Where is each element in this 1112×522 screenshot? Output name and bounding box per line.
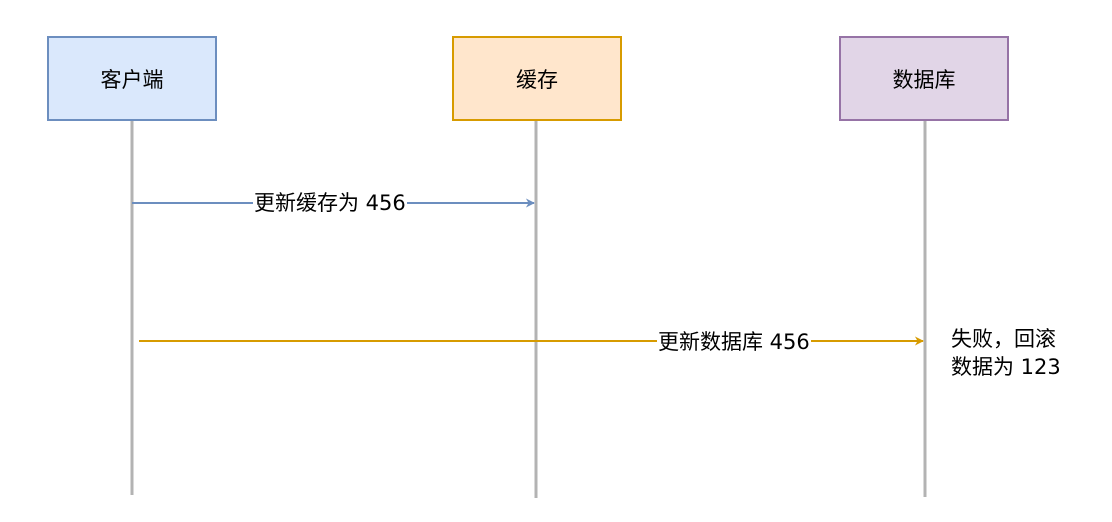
failure-note-line-2: 数据为 123 xyxy=(951,355,1061,379)
participant-database-label: 数据库 xyxy=(892,67,956,92)
participant-database[interactable]: 数据库 xyxy=(839,36,1009,121)
message-label-update-cache: 更新缓存为 456 xyxy=(253,191,407,215)
participant-cache-label: 缓存 xyxy=(516,67,558,92)
participant-client-label: 客户端 xyxy=(100,67,164,92)
failure-note-line-1: 失败，回滚 xyxy=(951,327,1056,351)
message-label-update-database: 更新数据库 456 xyxy=(657,330,811,354)
failure-note: 失败，回滚 数据为 123 xyxy=(951,325,1061,381)
participant-cache[interactable]: 缓存 xyxy=(452,36,622,121)
participant-client[interactable]: 客户端 xyxy=(47,36,217,121)
